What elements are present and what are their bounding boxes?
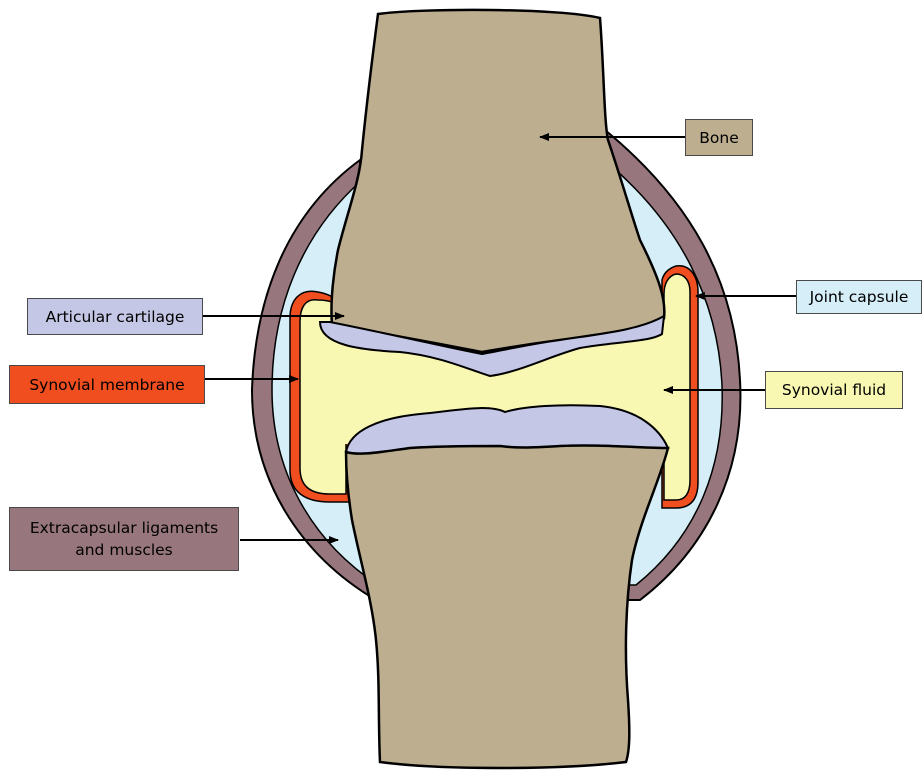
bone-label-text: Bone (699, 128, 738, 148)
synovial-fluid-label: Synovial fluid (765, 371, 903, 409)
articular-cartilage-label-text: Articular cartilage (46, 307, 185, 327)
joint-capsule-label: Joint capsule (796, 280, 922, 314)
lower-bone-shape (346, 445, 668, 768)
synovial-membrane-label-text: Synovial membrane (29, 375, 184, 395)
joint-capsule-label-text: Joint capsule (810, 287, 909, 307)
synovial-membrane-label: Synovial membrane (9, 365, 205, 404)
synovial-fluid-label-text: Synovial fluid (782, 380, 886, 400)
extracapsular-label-line2: and muscles (75, 539, 173, 561)
upper-bone-shape (331, 10, 664, 352)
bone-label: Bone (685, 119, 753, 156)
articular-cartilage-label: Articular cartilage (27, 298, 203, 335)
extracapsular-ligaments-label: Extracapsular ligaments and muscles (9, 507, 239, 571)
extracapsular-label-line1: Extracapsular ligaments (30, 517, 218, 539)
